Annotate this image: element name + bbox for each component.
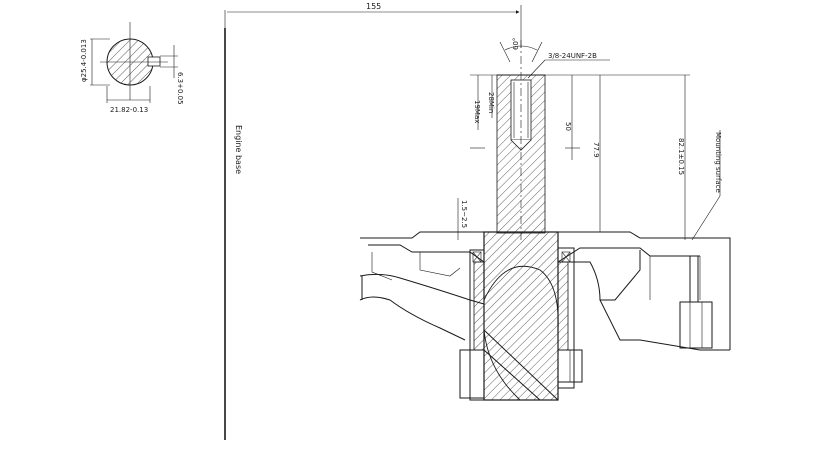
engine-base: Engine base bbox=[224, 28, 243, 440]
angle-label: 60° bbox=[512, 38, 520, 50]
min-depth-label: 28Min bbox=[487, 92, 495, 113]
keyway-width-label: 6.3+0.05 bbox=[176, 72, 184, 105]
thread-label: 3/8-24UNF-2B bbox=[548, 52, 597, 60]
engine-base-label: Engine base bbox=[234, 125, 243, 174]
gap-dimension: 1.5~2.5 bbox=[450, 198, 470, 240]
thread-callout: 3/8-24UNF-2B bbox=[527, 52, 610, 79]
max-depth-label: 19Max bbox=[473, 100, 481, 123]
dim-82-label: 82.1±0.15 bbox=[677, 138, 685, 175]
thread-angle: 60° bbox=[499, 38, 543, 63]
overall-length-dimension: 155 bbox=[224, 2, 522, 48]
crankshaft bbox=[483, 40, 559, 401]
mounting-surface-label: Mounting surface bbox=[714, 132, 722, 193]
shaft-diameter-label: φ25.4-0.013 bbox=[80, 39, 88, 82]
keyway-depth-label: 21.82-0.13 bbox=[110, 106, 148, 114]
overall-length-label: 155 bbox=[366, 2, 381, 11]
gap-label: 1.5~2.5 bbox=[460, 200, 468, 228]
dim-50-label: 50 bbox=[564, 122, 572, 131]
height-dimensions: 50 77.9 82.1±0.15 bbox=[470, 74, 690, 240]
crankcase bbox=[359, 231, 731, 401]
dim-77-label: 77.9 bbox=[592, 142, 600, 158]
mounting-surface-callout: Mounting surface bbox=[691, 130, 722, 241]
thread-depth-dimensions: 28Min 19Max bbox=[470, 74, 497, 130]
shaft-cross-section: φ25.4-0.013 21.82-0.13 6.3+0.05 bbox=[80, 22, 184, 114]
